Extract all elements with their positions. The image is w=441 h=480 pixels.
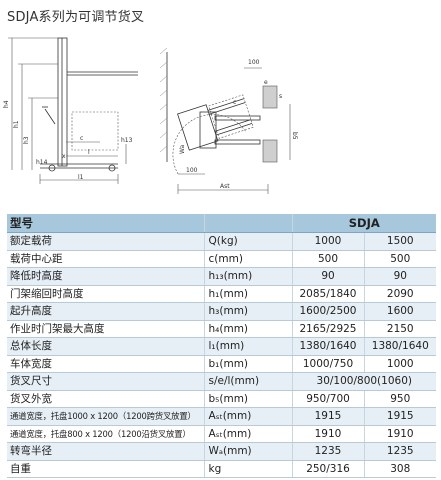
table-row: 通道宽度，托盘1000 x 1200（1200跨货叉放置）Aₛₜ(mm)1915… xyxy=(7,407,437,426)
row-unit: b₁(mm) xyxy=(204,355,293,373)
row-param: 自重 xyxy=(7,460,205,478)
row-value-1: 1910 xyxy=(292,425,365,443)
row-unit: Aₛₜ(mm) xyxy=(204,407,293,426)
header-unit xyxy=(204,214,293,233)
row-unit: h₃(mm) xyxy=(204,302,293,321)
row-value-1: 1380/1640 xyxy=(292,337,365,356)
row-value-2: 1235 xyxy=(364,442,437,461)
svg-text:e: e xyxy=(264,79,268,86)
row-value-span: 30/100/800(1060) xyxy=(292,372,437,391)
svg-text:c: c xyxy=(233,99,236,106)
row-unit: Wₐ(mm) xyxy=(204,442,293,461)
row-value-1: 1600/2500 xyxy=(292,302,365,321)
row-unit: h₁₃(mm) xyxy=(204,267,293,286)
row-param: 转弯半径 xyxy=(7,442,205,461)
row-value-1: 250/316 xyxy=(292,460,365,478)
svg-text:Ast: Ast xyxy=(220,183,230,190)
svg-text:100: 100 xyxy=(186,167,198,174)
page-title: SDJA系列为可调节货叉 xyxy=(7,10,145,25)
row-value-1: 500 xyxy=(292,250,365,268)
svg-text:s: s xyxy=(279,93,282,100)
row-unit: b₅(mm) xyxy=(204,390,293,408)
row-value-2: 1915 xyxy=(364,407,437,426)
row-param: 车体宽度 xyxy=(7,355,205,373)
row-value-1: 1000/750 xyxy=(292,355,365,373)
row-param: 通道宽度，托盘1000 x 1200（1200跨货叉放置） xyxy=(7,407,205,426)
svg-text:l: l xyxy=(88,149,90,156)
svg-text:h13: h13 xyxy=(121,137,133,144)
svg-text:h1: h1 xyxy=(13,120,20,128)
row-unit: h₁(mm) xyxy=(204,285,293,303)
row-value-1: 1235 xyxy=(292,442,365,461)
svg-text:l1: l1 xyxy=(78,174,84,181)
row-param: 总体长度 xyxy=(7,337,205,356)
row-unit: l₁(mm) xyxy=(204,337,293,356)
svg-text:c: c xyxy=(80,135,83,142)
technical-drawing: h4 h1 h3 l1 l c h13 h14 x xyxy=(3,37,298,194)
row-value-1: 1000 xyxy=(292,232,365,251)
svg-text:b5: b5 xyxy=(291,132,298,140)
row-value-2: 2090 xyxy=(364,285,437,303)
row-unit: s/e/l(mm) xyxy=(204,372,293,391)
row-param: 作业时门架最大高度 xyxy=(7,320,205,338)
row-param: 货叉尺寸 xyxy=(7,372,205,391)
header-param: 型号 xyxy=(7,214,205,233)
row-value-2: 1910 xyxy=(364,425,437,443)
svg-text:h14: h14 xyxy=(36,159,48,166)
svg-text:h4: h4 xyxy=(3,100,10,108)
svg-text:100: 100 xyxy=(248,59,260,66)
row-value-1: 90 xyxy=(292,267,365,286)
row-unit: Aₛₜ(mm) xyxy=(204,425,293,443)
row-unit: h₄(mm) xyxy=(204,320,293,338)
row-value-2: 90 xyxy=(364,267,437,286)
svg-text:h3: h3 xyxy=(23,136,30,144)
row-value-2: 1600 xyxy=(364,302,437,321)
side-view-drawing: h4 h1 h3 l1 l c h13 h14 x xyxy=(3,37,138,184)
row-param: 起升高度 xyxy=(7,302,205,321)
svg-text:Wa: Wa xyxy=(179,144,186,154)
row-param: 额定载荷 xyxy=(7,232,205,251)
row-value-2: 500 xyxy=(364,250,437,268)
row-value-2: 1500 xyxy=(364,232,437,251)
table-header-row: 型号 SDJA xyxy=(7,214,437,233)
row-value-1: 2165/2925 xyxy=(292,320,365,338)
row-param: 降低时高度 xyxy=(7,267,205,286)
row-unit: kg xyxy=(204,460,293,478)
row-value-2: 950 xyxy=(364,390,437,408)
row-value-1: 950/700 xyxy=(292,390,365,408)
row-value-2: 308 xyxy=(364,460,437,478)
header-model: SDJA xyxy=(292,214,437,233)
row-value-1: 2085/1840 xyxy=(292,285,365,303)
row-value-2: 1380/1640 xyxy=(364,337,437,356)
row-value-2: 1000 xyxy=(364,355,437,373)
row-value-2: 2150 xyxy=(364,320,437,338)
row-unit: c(mm) xyxy=(204,250,293,268)
top-view-drawing: 100 Ast Wa 100 b5 e s c xyxy=(159,47,298,194)
row-param: 载荷中心距 xyxy=(7,250,205,268)
row-param: 通道宽度，托盘800 x 1200（1200沿货叉放置） xyxy=(7,425,205,443)
row-value-1: 1915 xyxy=(292,407,365,426)
row-param: 货叉外宽 xyxy=(7,390,205,408)
row-unit: Q(kg) xyxy=(204,232,293,251)
row-param: 门架缩回时高度 xyxy=(7,285,205,303)
svg-text:x: x xyxy=(62,153,66,160)
